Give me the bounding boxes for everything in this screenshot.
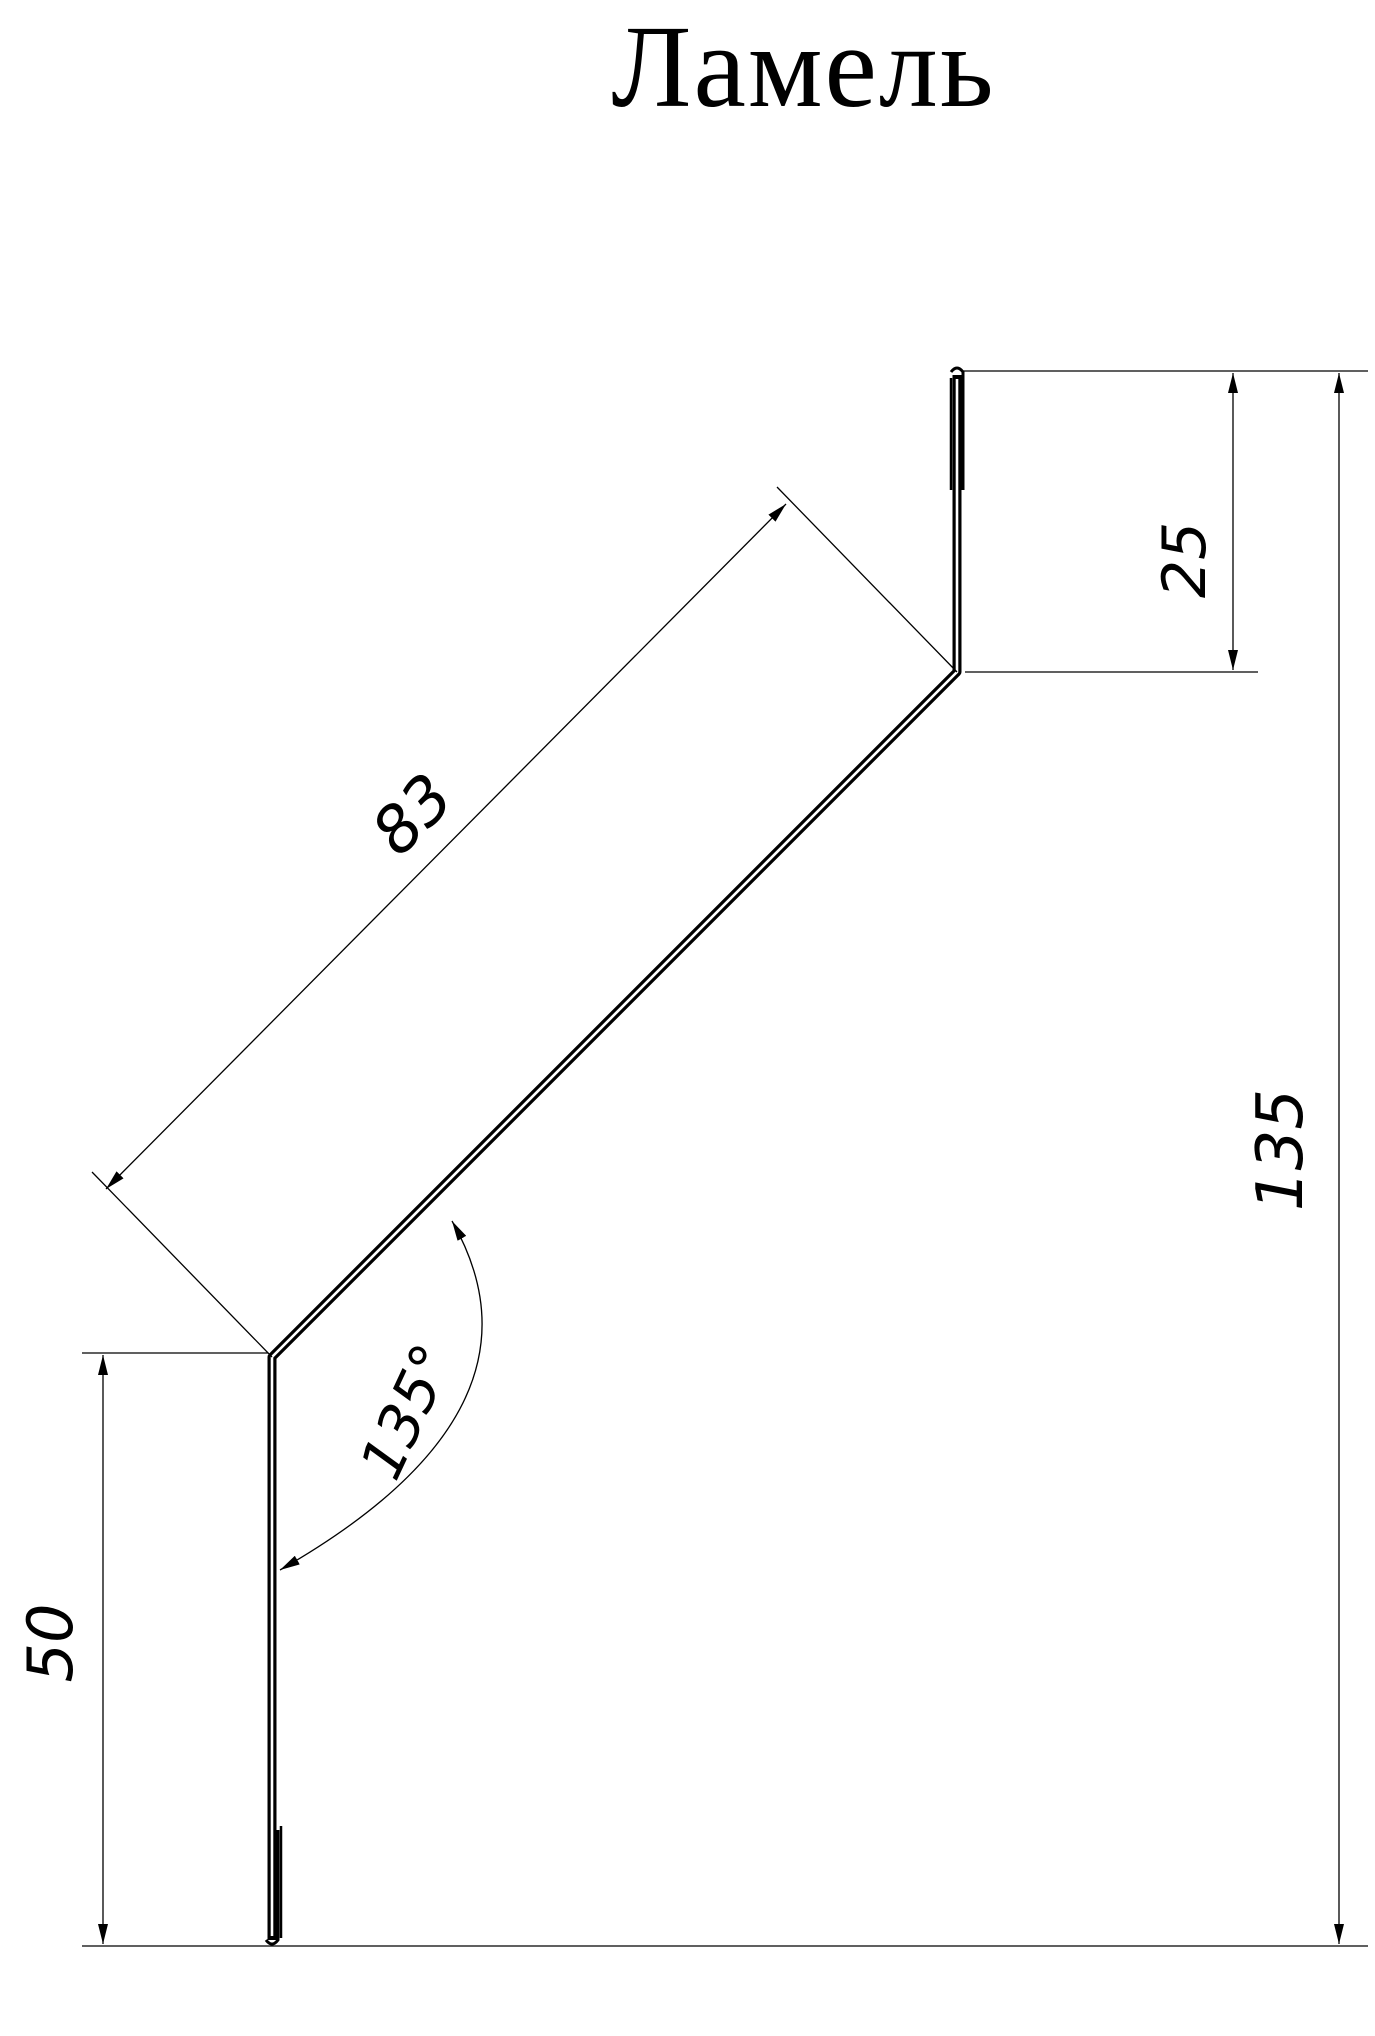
dimension-labels: 25 135 50 83 135° bbox=[14, 522, 1318, 1683]
profile-body bbox=[267, 375, 962, 1940]
page-title: Ламель bbox=[0, 8, 1375, 126]
profile-inner-line bbox=[270, 379, 959, 1936]
dim-label-50: 50 bbox=[14, 1604, 87, 1683]
dim-line-83 bbox=[105, 503, 787, 1190]
dim-label-135-height: 135 bbox=[1244, 1089, 1318, 1211]
page-title-text: Ламель bbox=[611, 1, 996, 132]
profile-outline bbox=[264, 366, 965, 1946]
dim-label-25: 25 bbox=[1150, 522, 1220, 598]
dim-label-83: 83 bbox=[358, 760, 468, 870]
extension-lines bbox=[82, 370, 1368, 1947]
dim-arc-135deg bbox=[279, 1220, 483, 1571]
top-hem bbox=[949, 366, 965, 490]
dimension-lines bbox=[98, 373, 1344, 1944]
bottom-hem bbox=[264, 1830, 280, 1946]
dim-label-135-angle: 135° bbox=[347, 1334, 468, 1489]
